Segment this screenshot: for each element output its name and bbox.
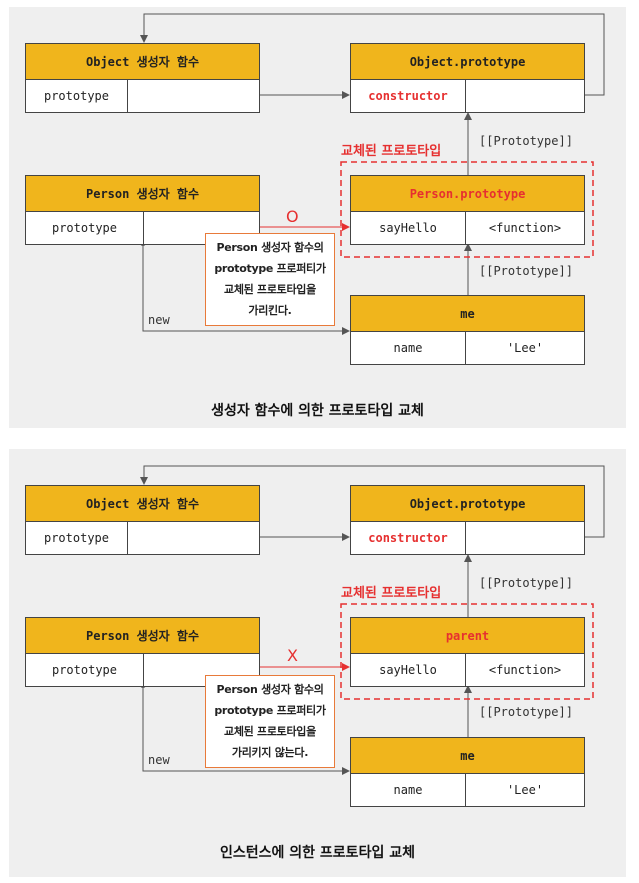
me-instance-title: me bbox=[351, 296, 584, 332]
me-instance-title: me bbox=[351, 738, 584, 774]
diagram-panel-constructor-replacement: Object 생성자 함수 prototype Object.prototype… bbox=[9, 7, 626, 428]
note-line: prototype 프로퍼티가 bbox=[214, 262, 326, 275]
object-constructor-prototype-prop: prototype bbox=[43, 88, 110, 103]
object-prototype-box: Object.prototype constructor bbox=[350, 485, 585, 555]
valid-link-mark: O bbox=[286, 207, 299, 226]
me-instance-box: me name 'Lee' bbox=[350, 737, 585, 807]
person-prototype-sayhello-value: <function> bbox=[465, 211, 584, 244]
person-constructor-prototype-value bbox=[143, 653, 259, 686]
object-constructor-prototype-value bbox=[127, 521, 259, 554]
person-constructor-prototype-prop: prototype bbox=[51, 662, 118, 677]
prototype-link-label-lower: [[Prototype]] bbox=[479, 264, 573, 278]
diagram-caption: 인스턴스에 의한 프로토타입 교체 bbox=[220, 845, 415, 861]
broken-link-mark: X bbox=[287, 646, 298, 665]
note-line: prototype 프로퍼티가 bbox=[214, 704, 326, 717]
replaced-prototype-label: 교체된 프로토타입 bbox=[341, 144, 442, 159]
object-prototype-constructor-prop: constructor bbox=[368, 88, 448, 103]
me-instance-box: me name 'Lee' bbox=[350, 295, 585, 365]
prototype-link-label-upper: [[Prototype]] bbox=[479, 134, 573, 148]
object-constructor-prototype-prop: prototype bbox=[43, 530, 110, 545]
object-constructor-prototype-value bbox=[127, 79, 259, 112]
prototype-link-label-lower: [[Prototype]] bbox=[479, 705, 573, 719]
diagram-panel-instance-replacement: Object 생성자 함수 prototype Object.prototype… bbox=[9, 449, 626, 877]
new-label: new bbox=[148, 753, 170, 767]
object-prototype-title: Object.prototype bbox=[351, 44, 584, 80]
object-constructor-title: Object 생성자 함수 bbox=[26, 486, 259, 522]
person-prototype-sayhello-prop: sayHello bbox=[379, 220, 437, 235]
prototype-link-label-upper: [[Prototype]] bbox=[479, 576, 573, 590]
me-name-prop: name bbox=[393, 782, 423, 797]
person-constructor-prototype-value bbox=[143, 211, 259, 244]
replaced-prototype-label: 교체된 프로토타입 bbox=[341, 586, 442, 601]
note-line: 교체된 프로토타입을 bbox=[224, 283, 316, 296]
object-prototype-title: Object.prototype bbox=[351, 486, 584, 522]
note-line: 교체된 프로토타입을 bbox=[224, 725, 316, 738]
object-prototype-constructor-value bbox=[465, 79, 584, 112]
me-name-value: 'Lee' bbox=[465, 331, 584, 364]
object-constructor-box: Object 생성자 함수 prototype bbox=[25, 485, 260, 555]
person-constructor-title: Person 생성자 함수 bbox=[26, 618, 259, 654]
parent-object-box: parent sayHello <function> bbox=[350, 617, 585, 687]
diagram-caption: 생성자 함수에 의한 프로토타입 교체 bbox=[211, 403, 424, 419]
person-prototype-box: Person.prototype sayHello <function> bbox=[350, 175, 585, 245]
me-name-value: 'Lee' bbox=[465, 773, 584, 806]
object-constructor-title: Object 생성자 함수 bbox=[26, 44, 259, 80]
me-name-prop: name bbox=[393, 340, 423, 355]
object-prototype-box: Object.prototype constructor bbox=[350, 43, 585, 113]
note-line: Person 생성자 함수의 bbox=[216, 683, 324, 696]
new-label: new bbox=[148, 313, 170, 327]
explanation-note: Person 생성자 함수의 prototype 프로퍼티가 교체된 프로토타입… bbox=[205, 233, 335, 326]
object-prototype-constructor-prop: constructor bbox=[368, 530, 448, 545]
note-line: 가리키지 않는다. bbox=[231, 746, 309, 759]
explanation-note: Person 생성자 함수의 prototype 프로퍼티가 교체된 프로토타입… bbox=[205, 675, 335, 768]
parent-sayhello-prop: sayHello bbox=[379, 662, 437, 677]
person-constructor-prototype-prop: prototype bbox=[51, 220, 118, 235]
note-line: 가리킨다. bbox=[248, 304, 292, 317]
object-constructor-box: Object 생성자 함수 prototype bbox=[25, 43, 260, 113]
note-line: Person 생성자 함수의 bbox=[216, 241, 324, 254]
parent-sayhello-value: <function> bbox=[465, 653, 584, 686]
person-constructor-title: Person 생성자 함수 bbox=[26, 176, 259, 212]
object-prototype-constructor-value bbox=[465, 521, 584, 554]
person-prototype-title: Person.prototype bbox=[351, 176, 584, 212]
parent-object-title: parent bbox=[351, 618, 584, 654]
